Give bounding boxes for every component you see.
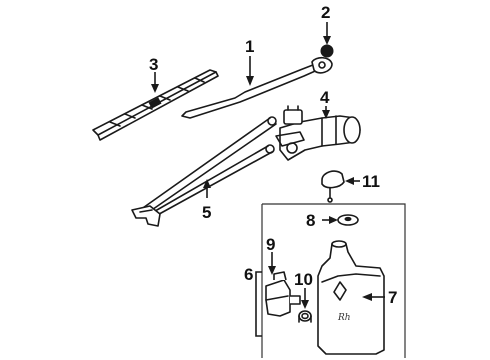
svg-text:Rh: Rh [337,313,351,323]
reservoir-group-box [261,203,406,358]
callout-9: 9 [266,235,275,254]
callout-4: 4 [320,88,330,107]
callout-10: 10 [294,270,313,289]
leader-lines [151,22,385,337]
washer-pump [265,271,301,317]
wiper-motor [275,105,361,161]
pivot-nut [320,44,334,58]
pump-grommet [298,310,312,323]
wiper-blade [92,69,219,141]
wiper-arm [181,56,333,119]
callout-2: 2 [321,3,330,22]
callout-3: 3 [149,55,158,74]
reservoir-cap [337,214,359,226]
callout-1: 1 [245,37,254,56]
wiper-linkage [131,116,277,227]
washer-reservoir: Rh [317,240,385,355]
callout-8: 8 [306,211,315,230]
washer-nozzle [321,170,345,203]
callout-6: 6 [244,265,253,284]
callout-5: 5 [202,203,211,222]
callout-7: 7 [388,288,397,307]
callout-11: 11 [362,172,380,191]
